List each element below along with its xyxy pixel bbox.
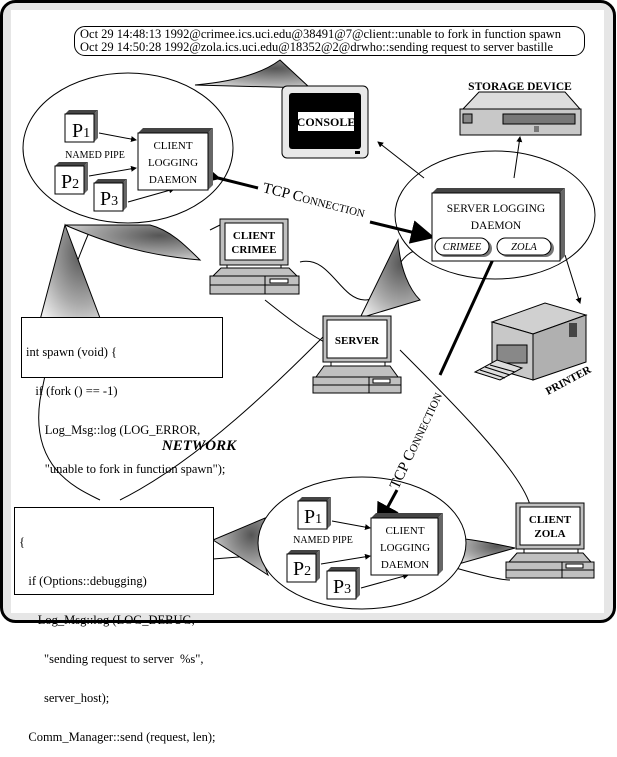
svg-text:CLIENT: CLIENT — [529, 514, 572, 526]
cone-server — [359, 238, 421, 319]
code-line: Log_Msg::log (LOG_DEBUG, — [19, 613, 195, 627]
svg-text:DAEMON: DAEMON — [381, 559, 429, 571]
diagram-canvas: TCP CONNECTION TCP CONNECTION CONSOLE ST… — [0, 0, 616, 623]
client-top-daemon: CLIENT LOGGING DAEMON — [137, 128, 213, 191]
code-line: if (Options::debugging) — [19, 574, 147, 588]
client-bottom-daemon: CLIENT LOGGING DAEMON — [370, 513, 443, 576]
named-pipe-label: NAMED PIPE — [293, 535, 353, 546]
code-line: "sending request to server %s", — [19, 652, 204, 666]
code-line: if (fork () == -1) — [26, 384, 118, 398]
code-line: server_host); — [19, 691, 110, 705]
code-snippet-debug: { if (Options::debugging) Log_Msg::log (… — [14, 507, 215, 744]
process-p2: P2 — [286, 550, 320, 583]
server-client-zola: ZOLA — [496, 237, 554, 257]
svg-text:DAEMON: DAEMON — [471, 220, 522, 232]
network-label: NETWORK — [161, 438, 237, 454]
log-message: Oct 29 14:50:28 1992@zola.ics.uci.edu@18… — [80, 40, 554, 54]
server-logging-daemon: SERVER LOGGING DAEMON CRIMEE ZOLA — [431, 188, 565, 262]
log-output-box: Oct 29 14:48:13 1992@crimee.ics.uci.edu@… — [74, 26, 585, 56]
printer: PRINTER — [473, 302, 594, 398]
callout-cones — [39, 59, 516, 577]
client-bottom-pipes: P1 NAMED PIPE P2 P3 CLIENT LOGGING DAEMO… — [286, 497, 443, 600]
code-line: "unable to fork in function spawn"); — [26, 462, 226, 476]
console-monitor: CONSOLE — [281, 85, 369, 159]
svg-text:CLIENT: CLIENT — [153, 140, 192, 152]
svg-text:ZOLA: ZOLA — [534, 528, 565, 540]
svg-text:P2: P2 — [61, 171, 79, 193]
cone-client-top — [64, 224, 202, 261]
storage-label: STORAGE DEVICE — [468, 81, 572, 93]
svg-text:P2: P2 — [293, 558, 311, 580]
log-message: Oct 29 14:48:13 1992@crimee.ics.uci.edu@… — [80, 27, 562, 41]
server-computer: SERVER — [312, 315, 402, 394]
cone-console — [194, 59, 312, 89]
svg-text:CRIMEE: CRIMEE — [443, 242, 482, 253]
svg-text:CRIMEE: CRIMEE — [231, 244, 276, 256]
storage-device: STORAGE DEVICE — [459, 81, 582, 136]
svg-text:CLIENT: CLIENT — [233, 230, 276, 242]
code-line: Log_Msg::log (LOG_ERROR, — [26, 423, 201, 437]
svg-text:P1: P1 — [72, 120, 90, 142]
process-p3: P3 — [326, 567, 360, 600]
svg-text:P3: P3 — [333, 576, 351, 598]
named-pipe-label: NAMED PIPE — [65, 150, 125, 161]
svg-text:P1: P1 — [304, 506, 322, 528]
server-client-crimee: CRIMEE — [434, 237, 492, 257]
tcp-connection-top — [194, 161, 435, 244]
process-p3: P3 — [93, 179, 127, 212]
client-top-pipes: P1 NAMED PIPE P2 P3 CLIENT LOGGING DAEMO… — [54, 110, 213, 212]
svg-text:DAEMON: DAEMON — [149, 174, 197, 186]
client-crimee-computer: CLIENT CRIMEE — [209, 218, 300, 295]
code-line: Comm_Manager::send (request, len); — [19, 730, 216, 744]
code-line: int spawn (void) { — [26, 345, 118, 359]
console-label: CONSOLE — [297, 115, 356, 129]
svg-text:SERVER LOGGING: SERVER LOGGING — [447, 203, 545, 215]
process-p1: P1 — [64, 110, 98, 143]
svg-text:LOGGING: LOGGING — [380, 542, 430, 554]
process-p2: P2 — [54, 162, 88, 195]
code-snippet-spawn: int spawn (void) { if (fork () == -1) Lo… — [21, 317, 225, 476]
svg-text:SERVER: SERVER — [335, 335, 380, 347]
svg-text:P3: P3 — [100, 188, 118, 210]
svg-text:CLIENT: CLIENT — [385, 525, 424, 537]
code-line: { — [19, 535, 25, 549]
output-arrows — [377, 136, 582, 304]
process-p1: P1 — [297, 497, 331, 530]
svg-text:LOGGING: LOGGING — [148, 157, 198, 169]
svg-text:ZOLA: ZOLA — [511, 242, 537, 253]
client-zola-computer: CLIENT ZOLA — [505, 502, 595, 579]
